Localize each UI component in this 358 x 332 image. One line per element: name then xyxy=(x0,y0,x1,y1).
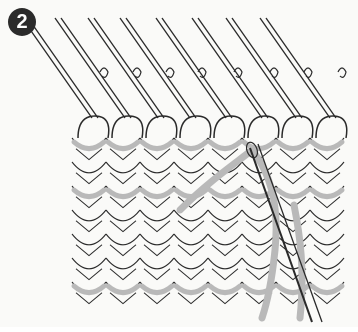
step-number-badge: 2 xyxy=(8,8,36,36)
